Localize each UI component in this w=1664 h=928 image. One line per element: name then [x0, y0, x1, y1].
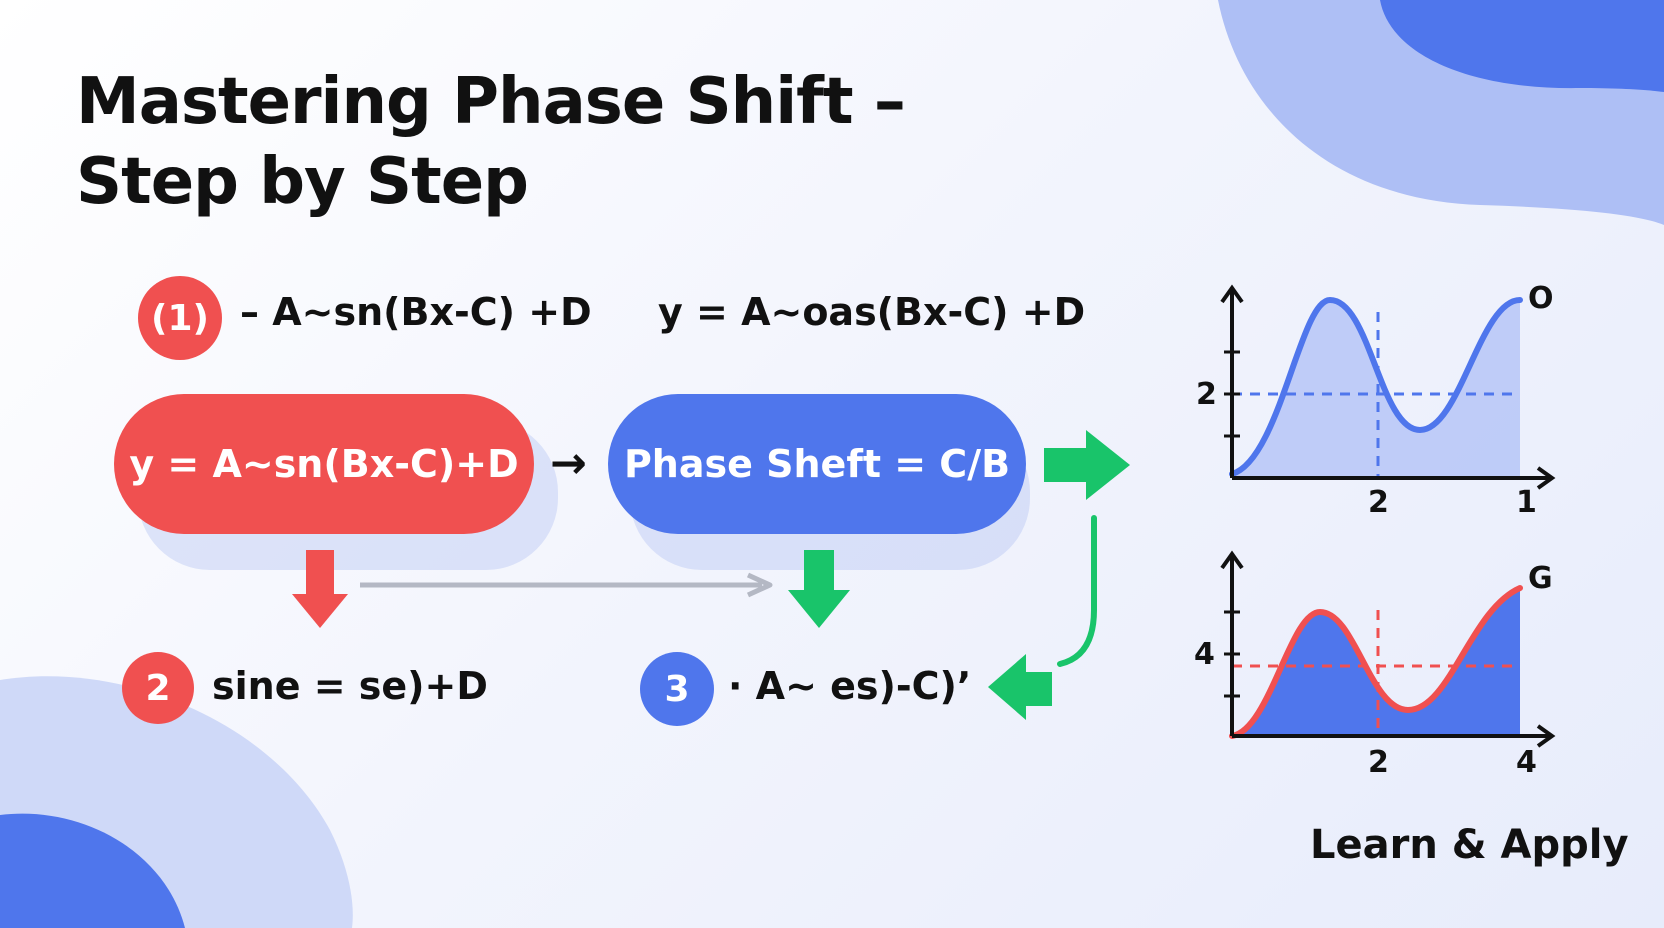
chart-top-x-arrow	[1536, 466, 1556, 490]
gray-right-arrow	[360, 572, 773, 598]
step-1-formula-left: – A~sn(Bx-C) +D	[240, 290, 592, 334]
chart-bottom-annotation: G	[1528, 561, 1553, 596]
chart-bottom-x-tick-label: 4	[1516, 745, 1537, 780]
chart-bottom-x-tick-label: 2	[1368, 745, 1389, 780]
green-return-arrow	[988, 515, 1097, 720]
learn-apply-tagline: Learn & Apply	[1310, 822, 1629, 868]
chart-bottom-y-arrow	[1220, 550, 1244, 570]
green-down-arrow	[788, 550, 850, 628]
green-right-arrow	[1044, 430, 1130, 500]
page-title: Mastering Phase Shift – Step by Step	[76, 62, 906, 222]
phase-chart-top: 2 2 1 O	[1196, 281, 1556, 520]
step-2-badge: 2	[122, 652, 194, 724]
chart-bottom-area	[1232, 588, 1520, 736]
step-3-number: 3	[664, 668, 690, 710]
step-1-number: (1)	[151, 297, 209, 339]
equation-pill-red-label: y = A~sn(Bx-C)+D	[129, 442, 519, 486]
chart-top-annotation: O	[1528, 281, 1554, 316]
chart-top-x-tick-label: 2	[1368, 485, 1389, 520]
step-1-formula-right: y = A~oas(Bx-C) +D	[658, 290, 1086, 334]
step-3-formula: · A~ es)-C)’	[728, 664, 972, 708]
phase-shift-pill-blue: Phase Sheft = C/B	[608, 394, 1026, 534]
step-2-formula: sine = se)+D	[212, 664, 488, 708]
chart-bottom-y-tick-label: 4	[1194, 637, 1215, 672]
chart-top-area	[1232, 300, 1520, 478]
chart-top-curve	[1229, 296, 1523, 477]
phase-shift-pill-label: Phase Sheft = C/B	[623, 442, 1011, 486]
equation-pill-red: y = A~sn(Bx-C)+D	[114, 394, 534, 534]
step-2-number: 2	[145, 667, 171, 709]
chart-top-y-arrow	[1220, 284, 1244, 304]
chart-top-y-tick-label: 2	[1196, 377, 1217, 412]
chart-bottom-x-arrow	[1536, 724, 1556, 748]
step-3-badge: 3	[640, 652, 714, 726]
title-line-1: Mastering Phase Shift –	[76, 65, 906, 139]
chart-top-x-tick-label: 1	[1516, 485, 1537, 520]
pill-connector-arrow: →	[550, 438, 587, 489]
phase-chart-bottom: 4 2 4 G	[1194, 550, 1556, 780]
title-line-2: Step by Step	[76, 145, 529, 219]
step-1-badge: (1)	[138, 276, 222, 360]
red-down-arrow	[292, 550, 348, 628]
